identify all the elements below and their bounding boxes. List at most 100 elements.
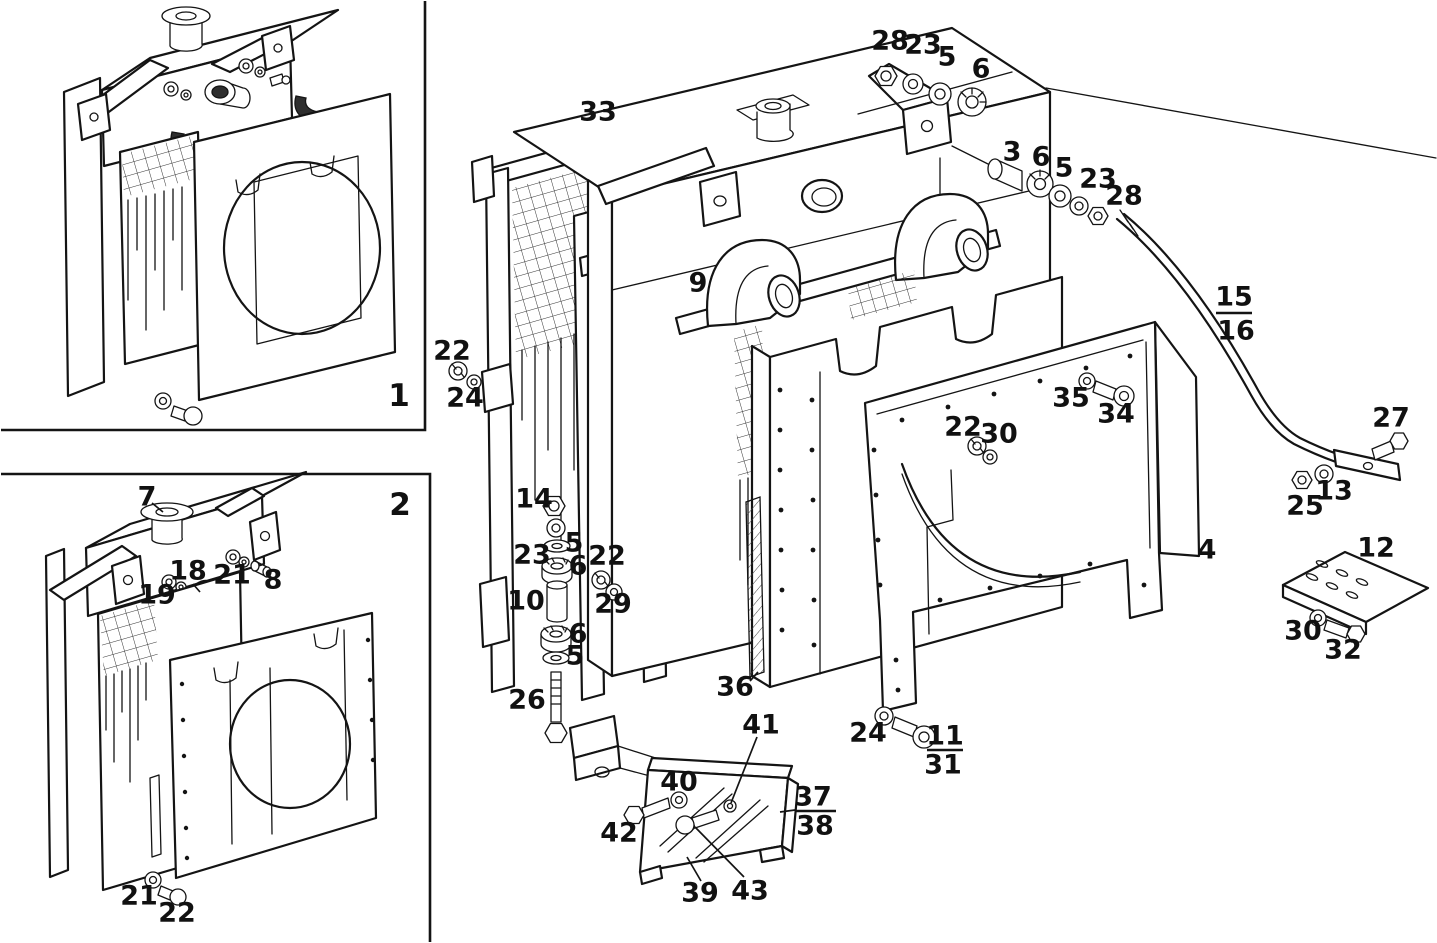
callout-18-50: 18 <box>169 556 207 587</box>
bolt-34 <box>1092 380 1135 407</box>
callout-5-9: 5 <box>1055 153 1074 184</box>
callout-28-11: 28 <box>1105 181 1143 212</box>
callout-35-22: 35 <box>1052 383 1090 414</box>
callout-23-4: 23 <box>904 30 942 61</box>
hose-elbow-9-right <box>894 192 990 282</box>
callout-21-54: 21 <box>120 881 158 912</box>
washer-22-mid <box>591 570 611 590</box>
callout-23-29: 23 <box>513 540 551 571</box>
callout-29-36: 29 <box>594 589 632 620</box>
main-assembly <box>448 26 1437 886</box>
side-port <box>800 178 844 214</box>
radiator1-bottom-fasteners <box>154 392 203 426</box>
bushing-6-upper <box>541 557 573 585</box>
washer-22-grille <box>448 361 468 381</box>
callout-10-32: 10 <box>507 586 545 617</box>
seal-panel-holes <box>777 387 817 648</box>
callout-31-48: 31 <box>924 750 962 781</box>
bolt-27 <box>1371 432 1409 461</box>
bushing-6-lower <box>540 625 572 653</box>
callout-34-23: 34 <box>1097 399 1135 430</box>
callout-42-41: 42 <box>600 818 638 849</box>
shroud2-screw-holes <box>179 637 376 861</box>
inset-panel-1 <box>1 1 427 432</box>
callout-38-45: 38 <box>796 811 834 842</box>
radiator1-hose-stub <box>204 79 251 109</box>
callout-7-49: 7 <box>138 482 157 513</box>
callout-30-20: 30 <box>1284 616 1322 647</box>
leader-lines <box>192 583 796 882</box>
callout-22-55: 22 <box>158 898 196 929</box>
washer-22-shroud <box>967 436 987 456</box>
hose-elbow-9-left <box>706 238 802 328</box>
shroud-screw-holes <box>871 353 1147 693</box>
lower-bracket-37-38 <box>568 714 800 886</box>
callout-25-17: 25 <box>1286 491 1324 522</box>
callout-6-6: 6 <box>972 54 991 85</box>
callout-26-37: 26 <box>508 685 546 716</box>
bolt-26 <box>544 671 568 744</box>
callout-12-18: 12 <box>1357 533 1395 564</box>
callout-28-3: 28 <box>871 26 909 57</box>
callout-27-15: 27 <box>1372 403 1410 434</box>
callout-6-33: 6 <box>569 619 588 650</box>
seal-strip-36 <box>745 496 765 678</box>
spacer-3 <box>987 158 1023 192</box>
callout-30-25: 30 <box>980 419 1018 450</box>
panel-2-border <box>1 472 432 942</box>
radiator1-filler-cap <box>161 6 211 52</box>
radiator2-filler-cap <box>140 502 194 545</box>
callout-40-40: 40 <box>660 767 698 798</box>
callout-23-10: 23 <box>1079 164 1117 195</box>
radiator2-mount-straps <box>48 486 282 606</box>
callout-13-16: 13 <box>1315 476 1353 507</box>
leader-7 <box>151 502 164 513</box>
callout-22-35: 22 <box>588 541 626 572</box>
radiator1-side-strip <box>62 76 106 398</box>
bolt-11-31 <box>891 716 936 749</box>
callout-1-0: 1 <box>388 378 410 414</box>
radiator2-side-strip <box>44 547 70 879</box>
radiator1-tank-fasteners <box>163 58 291 101</box>
fastener-stack-left <box>540 495 573 744</box>
callout-16-14: 16 <box>1217 316 1255 347</box>
callout-3-7: 3 <box>1003 137 1022 168</box>
callout-15-13: 15 <box>1215 282 1253 313</box>
callout-22-24: 22 <box>944 412 982 443</box>
callout-19-51: 19 <box>138 580 176 611</box>
callout-9-12: 9 <box>689 268 708 299</box>
washer-24-bottom <box>874 706 894 726</box>
washer-29 <box>605 583 623 601</box>
radiator1-fan-shroud <box>192 92 397 402</box>
washer-30-shroud <box>982 449 998 465</box>
callout-5-5: 5 <box>938 42 957 73</box>
callout-14-28: 14 <box>515 484 553 515</box>
bolt-43 <box>675 809 720 835</box>
fraction-bars <box>795 311 1252 813</box>
callout-37-44: 37 <box>794 782 832 813</box>
callout-36-38: 36 <box>716 672 754 703</box>
fan-shroud-4 <box>863 320 1201 713</box>
callout-24-27: 24 <box>446 383 484 414</box>
washer-30-plate <box>1309 609 1327 627</box>
washer-40 <box>670 791 688 809</box>
spacer-10 <box>546 580 568 623</box>
nut-25 <box>1291 470 1313 490</box>
callout-5-34: 5 <box>566 641 585 672</box>
callout-5-30: 5 <box>565 528 584 559</box>
callout-6-8: 6 <box>1032 142 1051 173</box>
bolt-42 <box>623 797 671 825</box>
callout-21-52: 21 <box>213 560 251 591</box>
bracket-plate-12 <box>1281 550 1430 636</box>
washer-35 <box>1078 372 1096 390</box>
callout-33-2: 33 <box>579 97 617 128</box>
callout-8-53: 8 <box>264 565 283 596</box>
stay-rod-15-16 <box>1115 209 1402 482</box>
callout-2-1: 2 <box>389 487 411 523</box>
radiator1-core <box>118 130 205 366</box>
callout-41-39: 41 <box>742 710 780 741</box>
callout-6-31: 6 <box>569 551 588 582</box>
